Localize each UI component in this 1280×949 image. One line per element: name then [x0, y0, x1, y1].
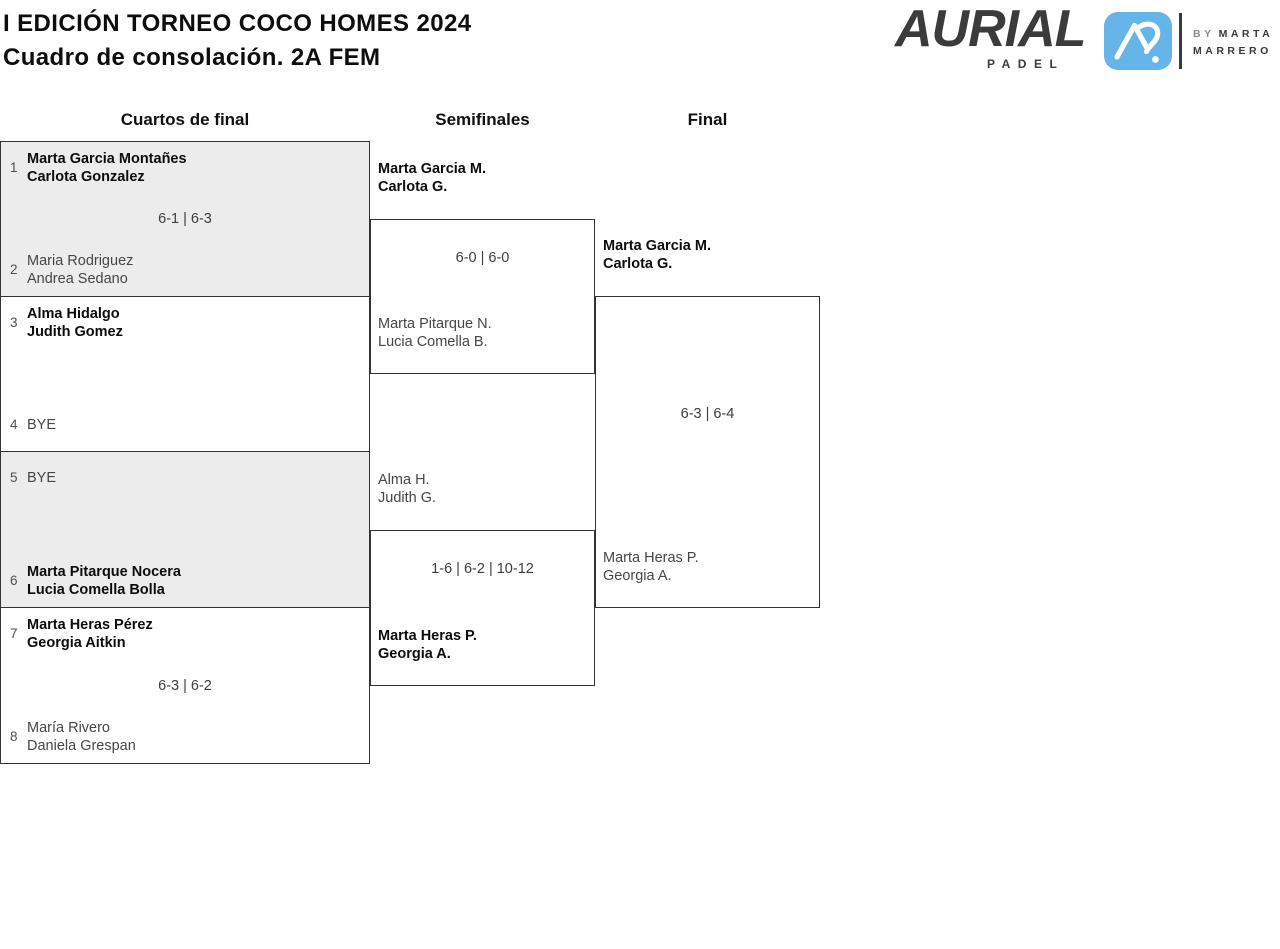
- player-name: Carlota G.: [603, 256, 673, 272]
- seed-number: 5: [10, 470, 18, 485]
- sf-match-2-box: [370, 530, 595, 686]
- player-name: Georgia A.: [603, 568, 672, 584]
- bracket-subtitle: Cuadro de consolación. 2A FEM: [3, 44, 381, 71]
- player-name: Marta Garcia M.: [378, 161, 486, 177]
- player-name: Marta Heras Pérez: [27, 617, 153, 633]
- player-name: Marta Garcia Montañes: [27, 151, 187, 167]
- seed-number: 1: [10, 160, 18, 175]
- seed-number: 2: [10, 262, 18, 277]
- qf1-team-bottom: 2 Maria Rodriguez Andrea Sedano: [1, 252, 369, 288]
- seed-number: 8: [10, 729, 18, 744]
- match-score: 6-0 | 6-0: [455, 250, 510, 266]
- player-name: Andrea Sedano: [27, 271, 128, 287]
- byline-name-1: MARTA: [1218, 28, 1274, 40]
- player-name: Georgia Aitkin: [27, 635, 126, 651]
- seed-number: 4: [10, 417, 18, 432]
- qf-match-3: 5 BYE 6 Marta Pitarque Nocera Lucia Come…: [0, 451, 370, 608]
- player-name: BYE: [27, 417, 57, 433]
- player-name: Lucia Comella B.: [378, 334, 488, 350]
- player-name: Judith G.: [378, 490, 437, 506]
- player-name: Marta Heras P.: [603, 550, 699, 566]
- player-name: BYE: [27, 470, 57, 486]
- aurial-wordmark: AURIAL: [895, 0, 1086, 58]
- player-name: Alma H.: [378, 472, 430, 488]
- match-score: 6-3 | 6-4: [680, 406, 735, 422]
- sf-match-1-box: [370, 219, 595, 374]
- seed-number: 7: [10, 626, 18, 641]
- player-name: Carlota Gonzalez: [27, 169, 145, 185]
- round-header-cuartos: Cuartos de final: [120, 110, 250, 129]
- match-score: 6-3 | 6-2: [158, 677, 212, 694]
- qf3-team-top: 5 BYE: [1, 460, 369, 496]
- match-score: 6-1 | 6-3: [158, 211, 212, 227]
- match-score: 1-6 | 6-2 | 10-12: [431, 561, 534, 577]
- player-name: Georgia A.: [378, 646, 451, 662]
- player-name: Marta Pitarque Nocera: [27, 564, 181, 580]
- player-name: Marta Garcia M.: [603, 238, 711, 254]
- qf-match-2: 3 Alma Hidalgo Judith Gomez 4 BYE: [0, 296, 370, 452]
- qf-match-4: 7 Marta Heras Pérez Georgia Aitkin 6-3 |…: [0, 607, 370, 764]
- player-name: María Rivero: [27, 720, 110, 736]
- seed-number: 3: [10, 315, 18, 330]
- qf4-team-top: 7 Marta Heras Pérez Georgia Aitkin: [1, 616, 369, 652]
- sf2-team-bottom: Marta Heras P. Georgia A.: [378, 627, 477, 663]
- qf-match-1: 1 Marta Garcia Montañes Carlota Gonzalez…: [0, 141, 370, 297]
- qf3-team-bottom: 6 Marta Pitarque Nocera Lucia Comella Bo…: [1, 563, 369, 599]
- byline-by: BY: [1193, 28, 1215, 40]
- qf4-team-bottom: 8 María Rivero Daniela Grespan: [1, 719, 369, 755]
- sf2-team-top: Alma H. Judith G.: [378, 471, 436, 507]
- player-name: Marta Heras P.: [378, 628, 477, 644]
- round-header-final: Final: [687, 110, 728, 129]
- player-name: Daniela Grespan: [27, 738, 136, 754]
- aurial-badge-icon: [1104, 12, 1172, 70]
- seed-number: 6: [10, 573, 18, 588]
- round-header-semifinales: Semifinales: [435, 110, 530, 129]
- final-team-top: Marta Garcia M. Carlota G.: [603, 237, 711, 273]
- qf2-team-bottom: 4 BYE: [1, 407, 369, 443]
- player-name: Judith Gomez: [27, 324, 123, 340]
- player-name: Lucia Comella Bolla: [27, 582, 165, 598]
- tournament-title: I EDICIÓN TORNEO COCO HOMES 2024: [3, 10, 472, 37]
- player-name: Carlota G.: [378, 179, 448, 195]
- player-name: Marta Pitarque N.: [378, 316, 492, 332]
- sf1-team-top: Marta Garcia M. Carlota G.: [378, 160, 486, 196]
- final-team-bottom: Marta Heras P. Georgia A.: [603, 549, 699, 585]
- logo-divider: [1179, 13, 1182, 69]
- player-name: Alma Hidalgo: [27, 306, 120, 322]
- qf1-team-top: 1 Marta Garcia Montañes Carlota Gonzalez: [1, 150, 369, 186]
- byline-name-2: MARRERO: [1193, 45, 1272, 57]
- player-name: Maria Rodriguez: [27, 253, 134, 269]
- padel-wordmark: PADEL: [987, 57, 1065, 71]
- final-match-box: [595, 296, 820, 608]
- sf1-team-bottom: Marta Pitarque N. Lucia Comella B.: [378, 315, 492, 351]
- qf2-team-top: 3 Alma Hidalgo Judith Gomez: [1, 305, 369, 341]
